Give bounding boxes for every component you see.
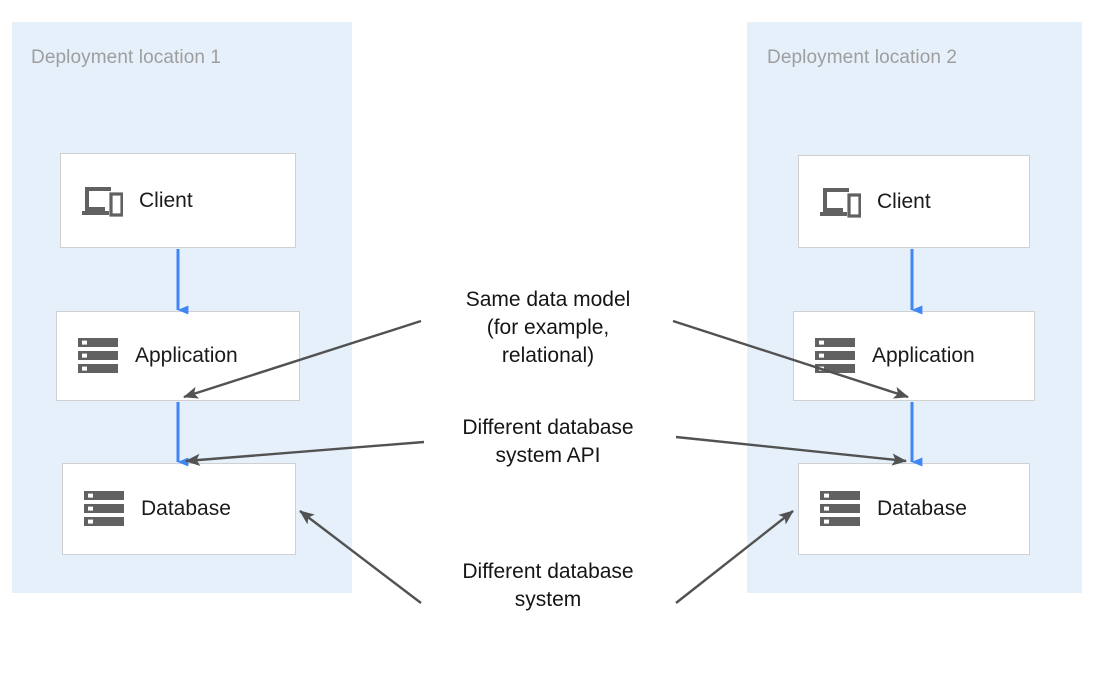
node-application-1-label: Application [135, 344, 238, 367]
node-client-2[interactable]: Client [798, 155, 1030, 248]
server-icon [817, 489, 863, 529]
server-icon [812, 336, 858, 376]
node-database-2[interactable]: Database [798, 463, 1030, 555]
node-client-2-label: Client [877, 189, 931, 213]
devices-icon [817, 182, 863, 222]
node-application-2[interactable]: Application [793, 311, 1035, 401]
server-icon [75, 336, 121, 376]
node-database-2-label: Database [877, 497, 967, 520]
callout-db-api: Different database system API [462, 416, 634, 467]
devices-icon [79, 181, 125, 221]
node-database-1-label: Database [141, 497, 231, 520]
node-application-2-label: Application [872, 344, 975, 367]
node-client-1[interactable]: Client [60, 153, 296, 248]
deployment-zone-2-title: Deployment location 2 [767, 47, 958, 68]
node-application-1[interactable]: Application [56, 311, 300, 401]
server-icon [81, 489, 127, 529]
node-client-1-label: Client [139, 188, 193, 212]
callout-db-system: Different database system [462, 560, 634, 611]
callout-data-model: Same data model (for example, relational… [465, 288, 631, 367]
deployment-zone-1-title: Deployment location 1 [31, 47, 222, 68]
node-database-1[interactable]: Database [62, 463, 296, 555]
